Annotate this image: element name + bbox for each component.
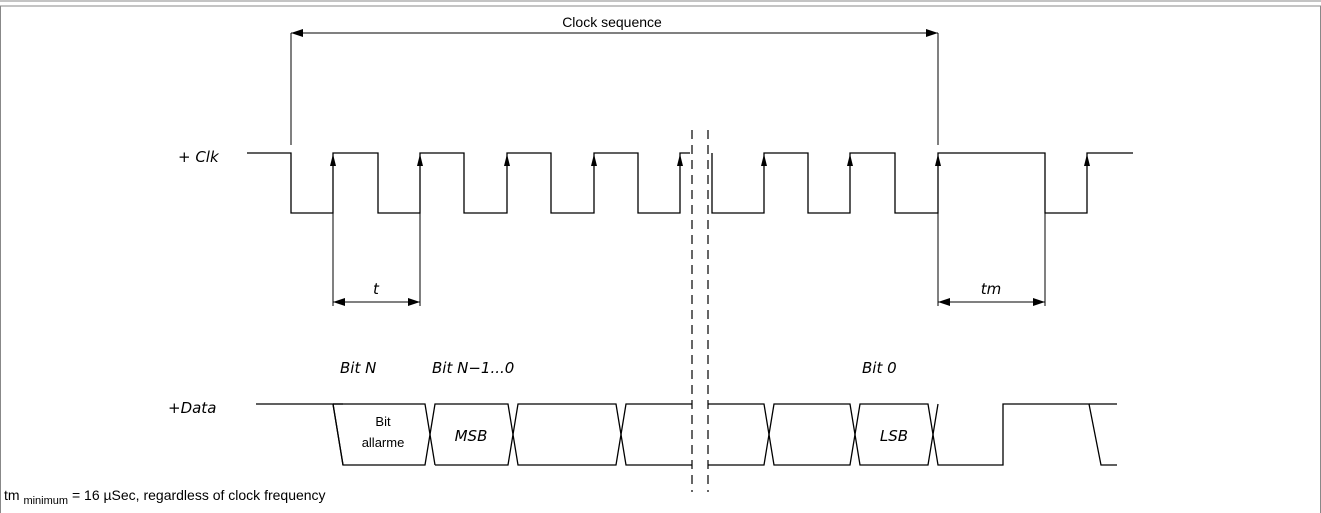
bit-0-label: Bit 0 xyxy=(862,359,897,377)
clock-waveform-right xyxy=(711,152,1133,214)
alarm-bit-label-line2: allarme xyxy=(362,435,405,450)
footnote: tm minimum = 16 µSec, regardless of cloc… xyxy=(4,487,326,507)
tm-label: tm xyxy=(981,280,1002,298)
clock-sequence-label: Clock sequence xyxy=(562,14,662,30)
data-waveform-right xyxy=(708,403,1117,466)
bit-n-1-label: Bit N−1...0 xyxy=(432,359,514,377)
t-label: t xyxy=(373,280,380,298)
alarm-bit-label-line1: Bit xyxy=(375,414,391,429)
footnote-subscript: minimum xyxy=(23,495,68,507)
rising-edge-arrows xyxy=(330,154,1090,175)
footnote-prefix: tm xyxy=(4,487,23,503)
footnote-suffix: = 16 µSec, regardless of clock frequency xyxy=(68,487,325,503)
data-signal-label: +Data xyxy=(168,399,216,417)
data-waveform-left xyxy=(256,403,692,466)
msb-label: MSB xyxy=(455,427,488,445)
lsb-label: LSB xyxy=(880,427,908,445)
clock-waveform-left xyxy=(247,152,690,214)
clock-signal-label: + Clk xyxy=(178,148,220,166)
bit-n-label: Bit N xyxy=(340,359,376,377)
clock-sequence-label-bg xyxy=(538,13,688,31)
